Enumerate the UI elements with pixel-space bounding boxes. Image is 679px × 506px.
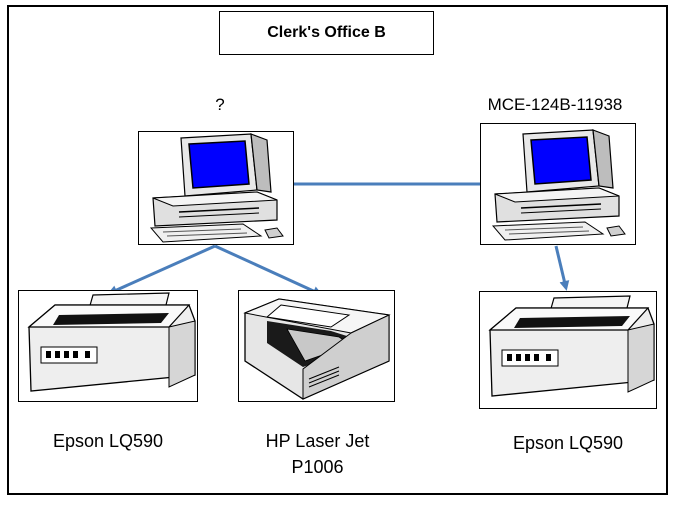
dot-matrix-printer-icon bbox=[27, 292, 196, 392]
left-computer-label: ? bbox=[215, 95, 225, 114]
printer-label-hp: HP Laser Jet P1006 bbox=[230, 428, 405, 480]
printer-label-epson-right: Epson LQ590 bbox=[479, 430, 657, 456]
epson-printer-right-box bbox=[479, 291, 657, 409]
diagram-title: Clerk's Office B bbox=[219, 11, 434, 55]
arrow-to-epson-right bbox=[554, 245, 570, 291]
computer-icon bbox=[491, 129, 626, 241]
printer-label-line1: Epson LQ590 bbox=[512, 433, 624, 453]
printer-label-line1: HP Laser Jet bbox=[265, 431, 370, 451]
printer-label-line2: P1006 bbox=[291, 457, 344, 477]
dot-matrix-printer-icon bbox=[488, 295, 655, 397]
arrow-to-epson-left bbox=[107, 244, 216, 295]
left-computer-box bbox=[138, 131, 294, 245]
right-computer-box bbox=[480, 123, 636, 245]
computer-icon bbox=[149, 133, 284, 243]
laser-printer-icon bbox=[243, 298, 391, 400]
hp-laserjet-box bbox=[238, 290, 395, 402]
printer-label-line1: Epson LQ590 bbox=[52, 431, 164, 451]
printer-label-epson-left: Epson LQ590 bbox=[18, 428, 198, 454]
epson-printer-left-box bbox=[18, 290, 198, 402]
right-computer-label: MCE-124B-11938 bbox=[487, 95, 623, 114]
arrow-to-hp-laserjet bbox=[214, 244, 323, 296]
diagram-frame bbox=[7, 5, 668, 495]
